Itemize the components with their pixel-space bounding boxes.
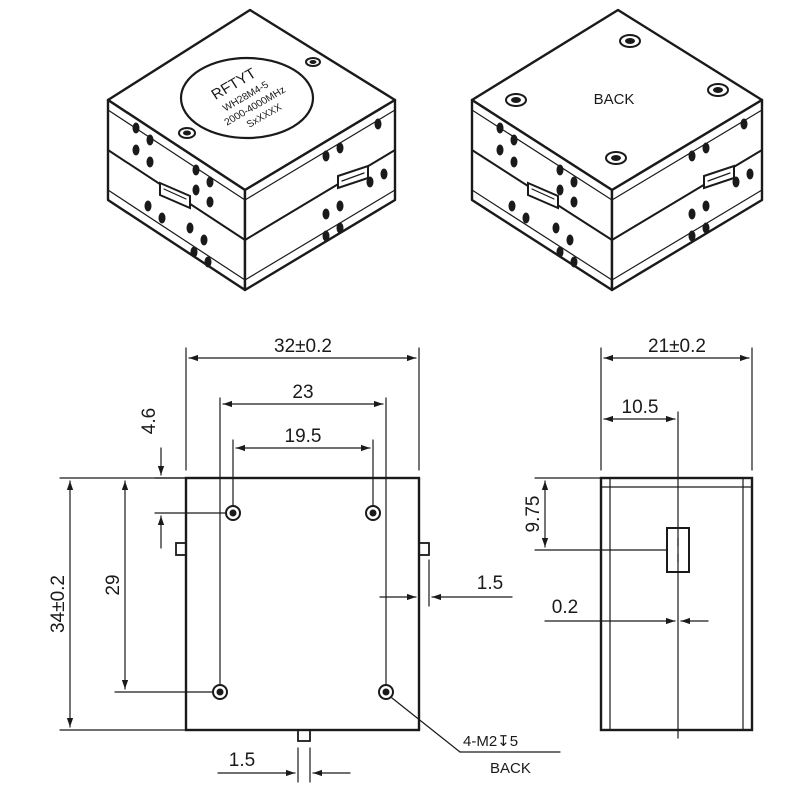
dim-port-center: 10.5	[622, 397, 659, 418]
side-body-outline	[599, 476, 754, 732]
side-orthographic-view: 21±0.2 10.5 9.75 0.2	[523, 336, 754, 739]
port-connector-left	[159, 181, 191, 210]
dim-height: 34±0.2	[48, 575, 69, 633]
mounting-hole-icon	[505, 34, 729, 165]
dim-depth: 21±0.2	[648, 336, 706, 357]
back-top-label: BACK	[594, 91, 635, 108]
dim-hole-vertical: 29	[103, 574, 124, 595]
isometric-front-view: RFTYT WH28M4-5 2000-4000MHz SxXXXX	[106, 8, 397, 292]
port-connector-right	[703, 164, 735, 190]
thread-callout: 4-M2↧5	[463, 733, 518, 750]
side-pin-left	[175, 542, 187, 556]
dim-offset-top: 4.6	[139, 408, 160, 434]
dim-pin-bottom: 1.5	[229, 750, 255, 771]
logo-label: RFTYT WH28M4-5 2000-4000MHz SxXXXX	[179, 56, 315, 140]
mounting-hole-icon	[212, 505, 394, 700]
dim-port-height: 9.75	[523, 496, 544, 533]
dim-width: 32±0.2	[274, 336, 332, 357]
front-orthographic-view: 32±0.2 23 19.5 4.6 34±0.2 29 1.5	[48, 336, 561, 783]
dim-hole-span-inner: 19.5	[285, 426, 322, 447]
back-note: BACK	[490, 760, 531, 777]
dim-port-offset: 0.2	[552, 597, 578, 618]
side-pin-right	[418, 542, 430, 556]
isometric-back-view: BACK	[470, 8, 764, 292]
port-connector-left	[527, 181, 559, 210]
dim-pin-side: 1.5	[477, 573, 503, 594]
bottom-pin	[297, 729, 311, 742]
dim-hole-span-outer: 23	[292, 382, 313, 403]
port-connector-right	[337, 164, 369, 190]
